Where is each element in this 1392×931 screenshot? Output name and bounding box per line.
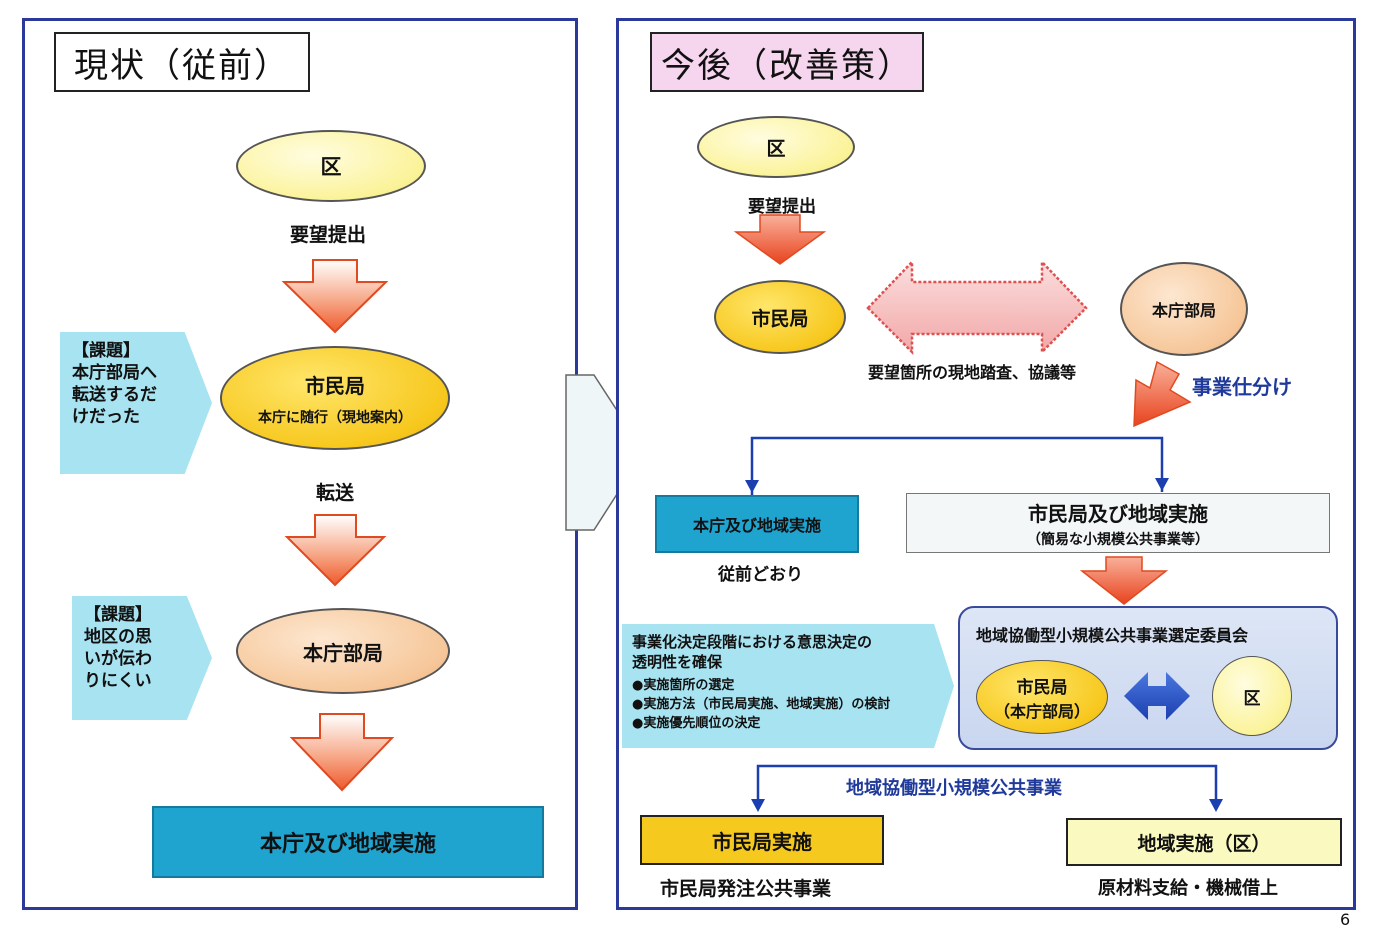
committee-member-line: （本庁部局）	[993, 701, 1090, 721]
cooperation-line: より一層の	[940, 282, 1020, 301]
issue-2-callout: 【課題】 地区の思 いが伝わ りにくい	[72, 596, 212, 720]
shimin-impl-label: 市民局実施	[712, 829, 812, 854]
committee-member-ward: 区	[1212, 656, 1292, 736]
request-label: 要望提出	[290, 224, 367, 246]
decision-heading: 透明性を確保	[632, 653, 723, 671]
shiminkyoku-label-new: 市民局	[751, 307, 809, 330]
sorting-label: 事業仕分け	[1192, 375, 1292, 399]
shiminkyoku-label: 市民局	[305, 373, 365, 398]
shimin-impl-note: 市民局発注公共事業	[660, 878, 832, 900]
honcho-label-new: 本庁部局	[1151, 301, 1216, 320]
shiminkyoku-node: 市民局 本庁に随行（現地案内）	[220, 346, 450, 450]
result-box: 本庁及び地域実施	[152, 806, 544, 878]
shimin-local-label: 市民局及び地域実施	[1028, 501, 1208, 526]
honcho-local-box: 本庁及び地域実施	[655, 495, 859, 553]
branch-label: 地域協働型小規模公共事業	[846, 778, 1062, 799]
issue-1-line: 本庁部局へ	[72, 363, 157, 383]
decision-bullet: ●実施方法（市民局実施、地域実施）の検討	[632, 697, 891, 712]
ward-label: 区	[320, 155, 342, 179]
issue-2-line: 地区の思	[84, 627, 152, 647]
issue-2-line: 【課題】	[84, 605, 152, 625]
honcho-node-new: 本庁部局	[1120, 262, 1248, 356]
committee-member-line: 市民局	[1016, 677, 1068, 698]
local-impl-box: 地域実施（区）	[1066, 818, 1342, 866]
issue-2-line: いが伝わ	[84, 649, 152, 669]
shimin-impl-box: 市民局実施	[640, 815, 884, 865]
decision-heading: 事業化決定段階における意思決定の	[632, 633, 873, 651]
shimin-local-sub: （簡易な小規模公共事業等）	[1027, 531, 1209, 548]
committee-member-shimin: 市民局 （本庁部局）	[976, 660, 1108, 734]
local-impl-label: 地域実施（区）	[1137, 832, 1271, 855]
site-visit-label: 要望箇所の現地踏査、協議等	[868, 363, 1077, 382]
transfer-label: 転送	[316, 482, 355, 504]
issue-1-line: 転送するだ	[72, 385, 157, 405]
result-label: 本庁及び地域実施	[259, 832, 436, 857]
cooperation-label: より一層の 連携と協力	[920, 281, 1040, 323]
current-title: 現状（従前）	[54, 32, 310, 92]
committee-ward-label: 区	[1243, 688, 1261, 709]
ward-node: 区	[236, 130, 426, 202]
honcho-local-label: 本庁及び地域実施	[692, 516, 821, 535]
shiminkyoku-sub: 本庁に随行（現地案内）	[258, 409, 412, 426]
local-impl-note: 原材料支給・機械借上	[1098, 878, 1278, 899]
improvement-title: 今後（改善策）	[650, 32, 924, 92]
decision-callout: 事業化決定段階における意思決定の 透明性を確保 ●実施箇所の選定 ●実施方法（市…	[622, 624, 954, 748]
committee-title: 地域協働型小規模公共事業選定委員会	[976, 626, 1249, 645]
request-label-new: 要望提出	[748, 197, 816, 217]
ward-node-new: 区	[697, 116, 855, 178]
decision-bullet: ●実施箇所の選定	[632, 678, 735, 693]
issue-2-line: りにくい	[84, 671, 152, 691]
issue-1-line: 【課題】	[72, 341, 140, 361]
page-number: 6	[1340, 910, 1351, 929]
as-before-label: 従前どおり	[718, 565, 803, 585]
honcho-label: 本庁部局	[303, 640, 383, 665]
issue-1-line: けだった	[72, 407, 140, 427]
issue-1-callout: 【課題】 本庁部局へ 転送するだ けだった	[60, 332, 212, 474]
ward-label-new: 区	[766, 137, 786, 160]
shiminkyoku-node-new: 市民局	[714, 280, 846, 354]
honcho-node: 本庁部局	[236, 608, 450, 694]
cooperation-line: 連携と協力	[939, 303, 1020, 322]
shimin-local-box: 市民局及び地域実施 （簡易な小規模公共事業等）	[906, 493, 1330, 553]
decision-bullet: ●実施優先順位の決定	[632, 716, 761, 731]
